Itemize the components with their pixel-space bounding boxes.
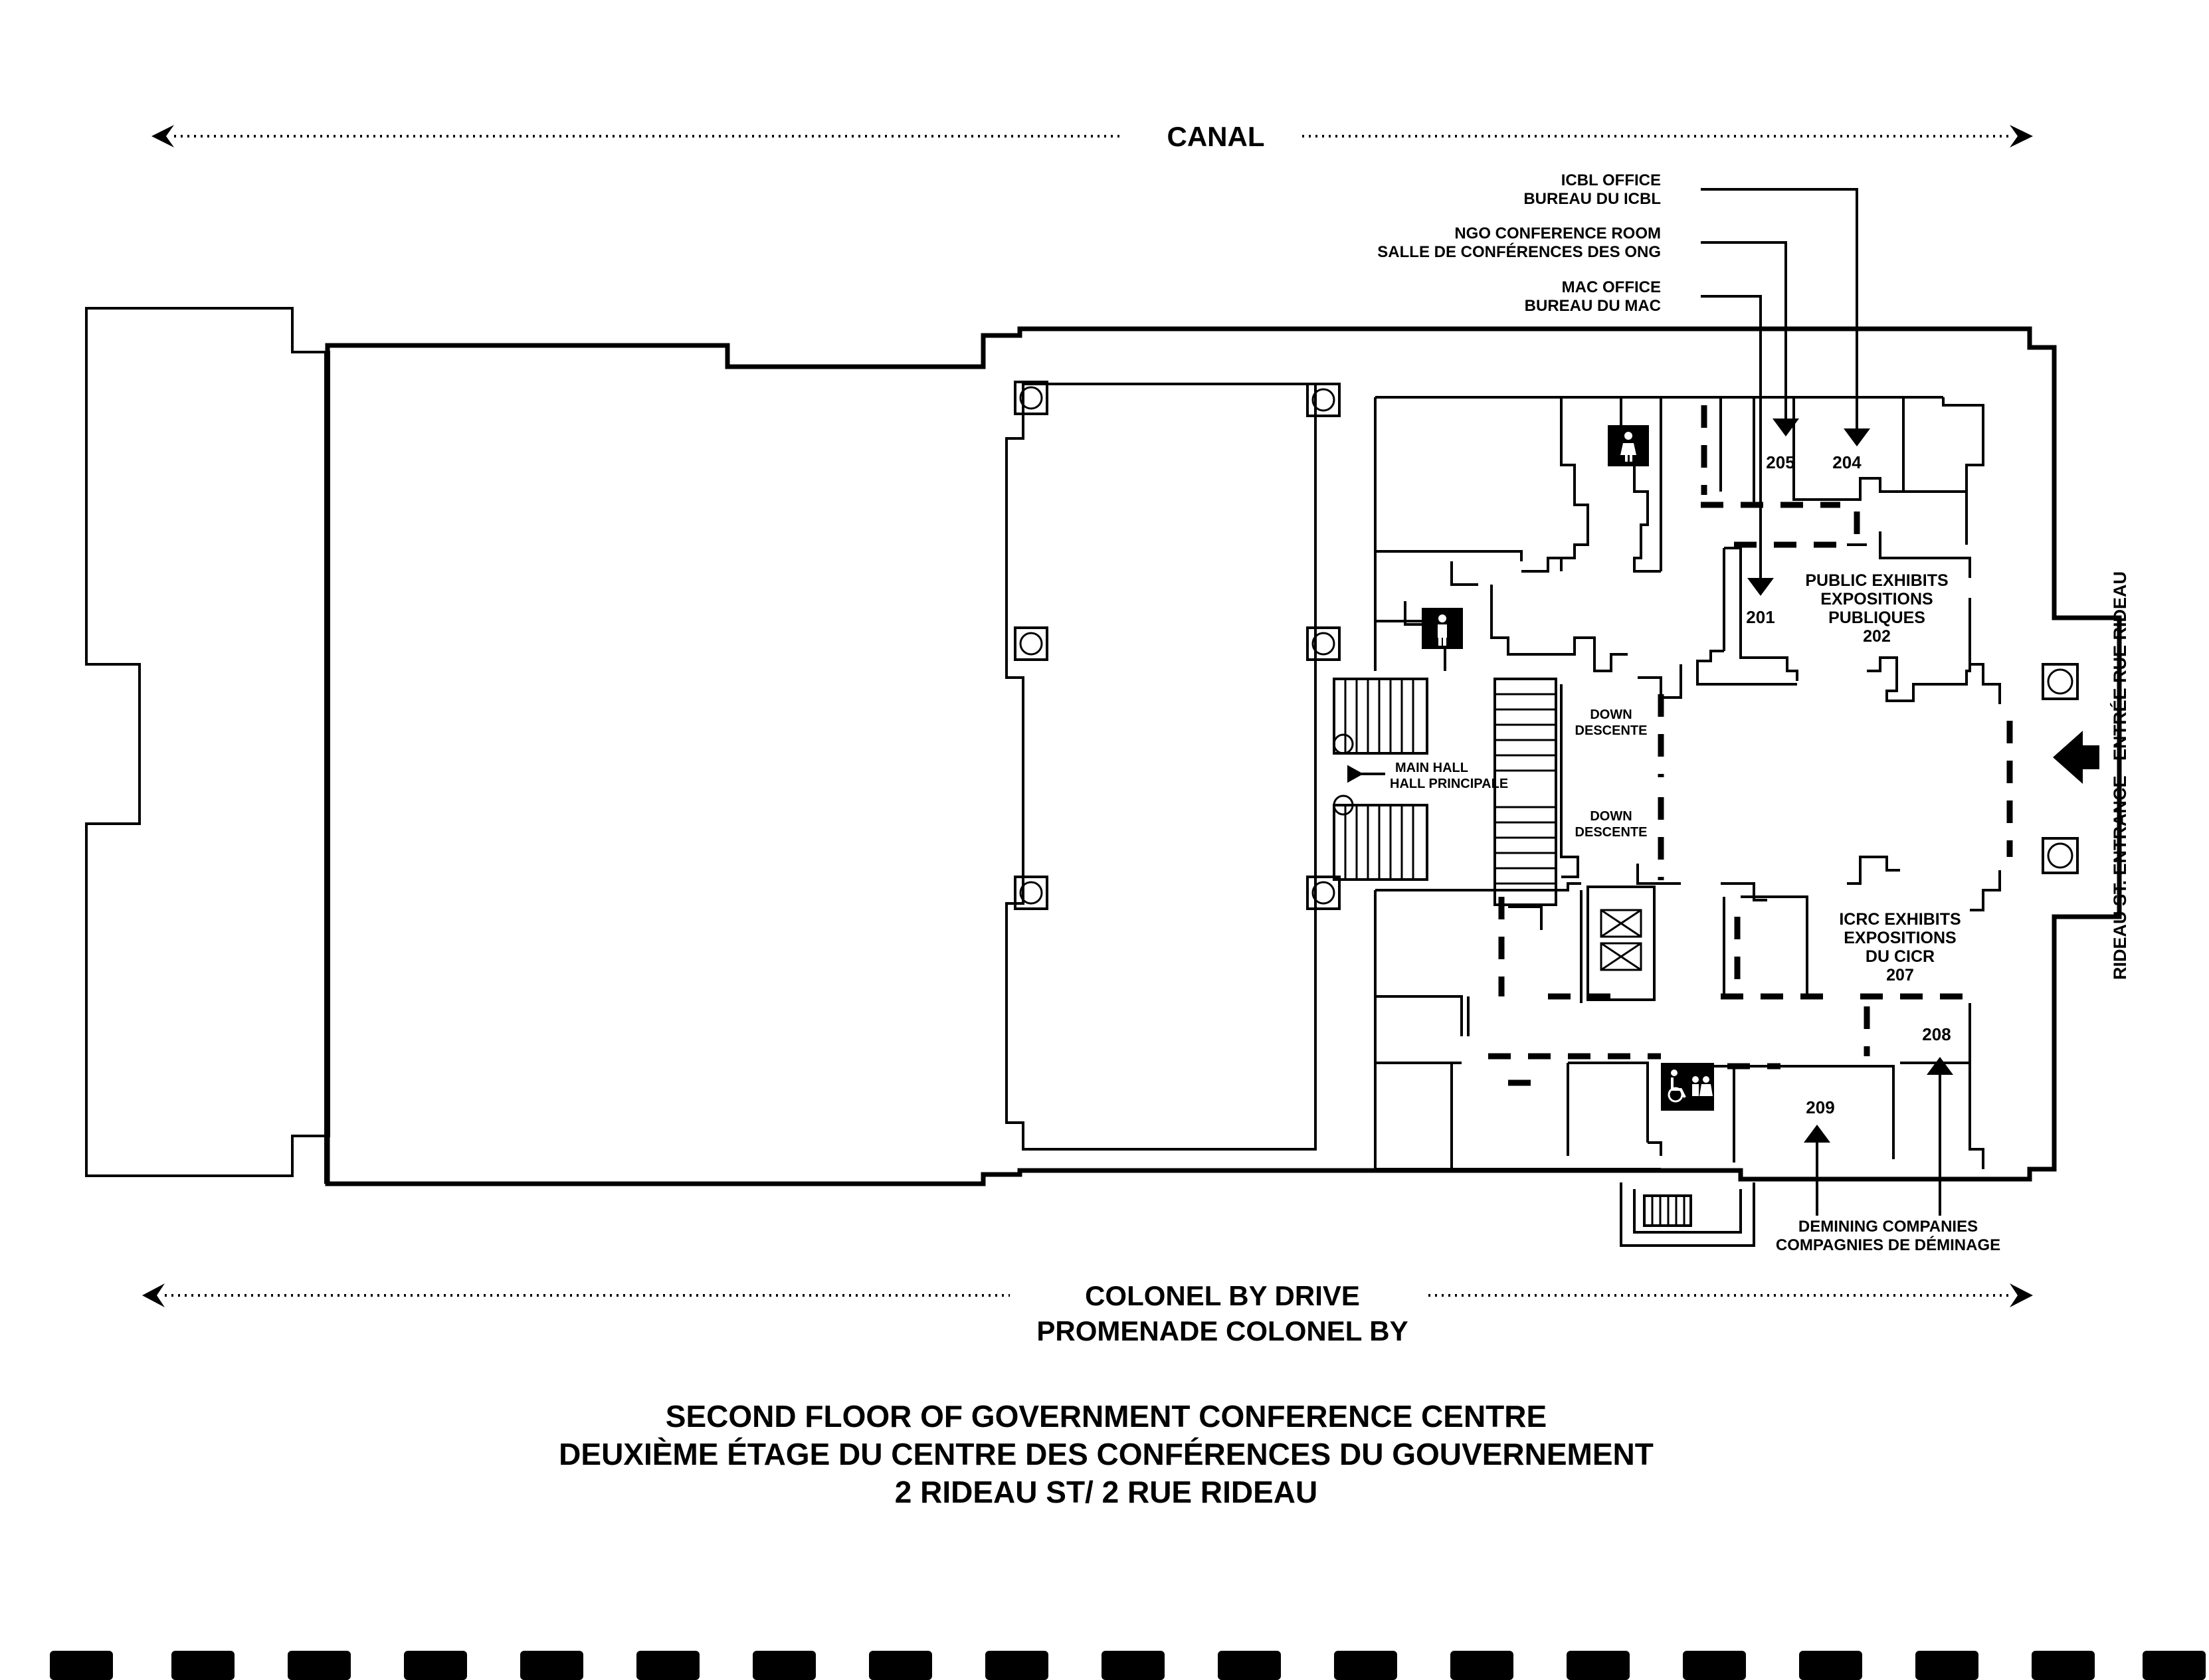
south-rooms: [1374, 856, 1984, 1170]
title-block: SECOND FLOOR OF GOVERNMENT CONFERENCE CE…: [559, 1399, 1654, 1509]
canal-right-chevron-icon: [2010, 125, 2033, 147]
icrc-exhibits-label-en: ICRC EXHIBITS: [1839, 910, 1961, 929]
down-label-lower-fr: DESCENTE: [1575, 825, 1648, 840]
demining-leader-arrow-209-icon: [1804, 1125, 1830, 1143]
room-201-label: 201: [1746, 607, 1775, 627]
entrance-arrow-icon: [2053, 731, 2099, 784]
room-207-label: 207: [1886, 966, 1914, 984]
colonel-by-label-en: COLONEL BY DRIVE: [1085, 1280, 1360, 1311]
main-hall-marker: [1347, 765, 1385, 783]
south-stairwell: [1620, 1182, 1755, 1247]
title-line-2: DEUXIÈME ÉTAGE DU CENTRE DES CONFÉRENCES…: [559, 1437, 1654, 1471]
canal-street-marker: CANAL: [151, 121, 2033, 152]
colonel-by-label-fr: PROMENADE COLONEL BY: [1036, 1315, 1408, 1347]
ngo-callout-en: NGO CONFERENCE ROOM: [1454, 225, 1661, 242]
entry-hall: [1658, 663, 2099, 911]
icrc-exhibits-label-fr1: EXPOSITIONS: [1844, 929, 1956, 947]
room-205-label: 205: [1766, 452, 1794, 472]
building-outline: [85, 307, 2122, 1186]
colonel-by-street-marker: COLONEL BY DRIVE PROMENADE COLONEL BY: [142, 1280, 2033, 1347]
womens-washroom-icon: [1608, 425, 1649, 466]
main-hall-label-fr: HALL PRINCIPALE: [1390, 777, 1508, 791]
icrc-exhibits-label-fr2: DU CICR: [1866, 947, 1935, 966]
title-line-1: SECOND FLOOR OF GOVERNMENT CONFERENCE CE…: [666, 1399, 1547, 1434]
ngo-leader-arrow-icon: [1773, 419, 1799, 436]
room-202-label: 202: [1863, 627, 1891, 646]
room-208-label: 208: [1922, 1024, 1951, 1044]
mac-leader-arrow-icon: [1747, 578, 1774, 596]
demining-callout-en: DEMINING COMPANIES: [1798, 1218, 1978, 1236]
demining-leader-arrow-208-icon: [1927, 1057, 1953, 1075]
accessible-washroom-icon: [1661, 1063, 1714, 1111]
ngo-callout-fr: SALLE DE CONFÉRENCES DES ONG: [1377, 242, 1661, 261]
mac-callout-fr: BUREAU DU MAC: [1525, 297, 1661, 315]
room-204-label: 204: [1832, 452, 1862, 472]
colonel-by-right-chevron-icon: [2010, 1283, 2033, 1307]
bottom-dash-border: [50, 1651, 2206, 1680]
main-hall-label-en: MAIN HALL: [1395, 761, 1468, 775]
down-label-upper-fr: DESCENTE: [1575, 723, 1648, 738]
public-exhibits-label-fr1: EXPOSITIONS: [1820, 590, 1933, 608]
north-rooms: [1374, 396, 1984, 702]
icbl-callout-fr: BUREAU DU ICBL: [1523, 190, 1661, 208]
mac-callout-en: MAC OFFICE: [1562, 278, 1661, 296]
callouts: ICBL OFFICE BUREAU DU ICBL NGO CONFERENC…: [1377, 171, 2000, 1254]
icbl-leader-arrow-icon: [1844, 428, 1870, 446]
public-exhibits-label-fr2: PUBLIQUES: [1828, 608, 1925, 627]
title-line-3: 2 RIDEAU ST/ 2 RUE RIDEAU: [895, 1475, 1317, 1509]
main-stairs-upper: [1333, 664, 1682, 906]
canal-label: CANAL: [1167, 121, 1265, 152]
large-hall: [1005, 383, 1317, 1151]
main-hall-arrow-icon: [1347, 765, 1385, 783]
canal-left-chevron-icon: [151, 125, 174, 147]
room-labels: 205 204 201 PUBLIC EXHIBITS EXPOSITIONS …: [1390, 452, 1961, 1117]
down-label-lower-en: DOWN: [1590, 809, 1632, 824]
room-209-label: 209: [1806, 1097, 1834, 1117]
icbl-callout-en: ICBL OFFICE: [1561, 171, 1661, 189]
columns: [1014, 381, 2079, 910]
mens-washroom-icon: [1422, 608, 1463, 649]
public-exhibits-label-en: PUBLIC EXHIBITS: [1805, 571, 1948, 590]
demining-callout-fr: COMPAGNIES DE DÉMINAGE: [1776, 1236, 2000, 1254]
colonel-by-left-chevron-icon: [142, 1283, 165, 1307]
down-label-upper-en: DOWN: [1590, 707, 1632, 722]
